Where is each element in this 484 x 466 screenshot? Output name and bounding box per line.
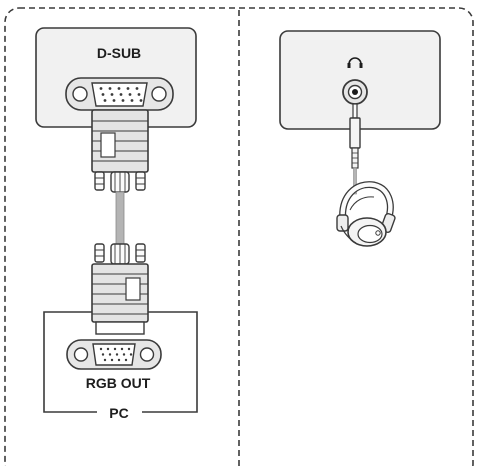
pc-rgb-out-port <box>66 339 162 370</box>
headphone-cable <box>353 167 357 195</box>
dsub-cable-plug-top <box>91 109 149 193</box>
headphone-plug <box>349 103 361 169</box>
dsub-label: D-SUB <box>97 45 141 61</box>
monitor-dsub-port <box>65 77 174 111</box>
pc-label: PC <box>109 405 128 421</box>
monitor-back-panel-right <box>279 30 441 130</box>
rgb-out-label: RGB OUT <box>86 375 151 391</box>
outer-dashed-frame <box>4 7 474 466</box>
headphones-illustration <box>336 181 396 247</box>
headphones-icon <box>347 57 363 68</box>
dsub-cable-plug-bottom <box>91 243 149 335</box>
pc-frame <box>43 311 198 413</box>
dsub-connection-illustration: D-SUB <box>35 27 198 421</box>
dsub-cable <box>115 191 125 245</box>
headphone-jack-port <box>342 79 368 105</box>
headphone-connection-illustration <box>279 30 441 247</box>
